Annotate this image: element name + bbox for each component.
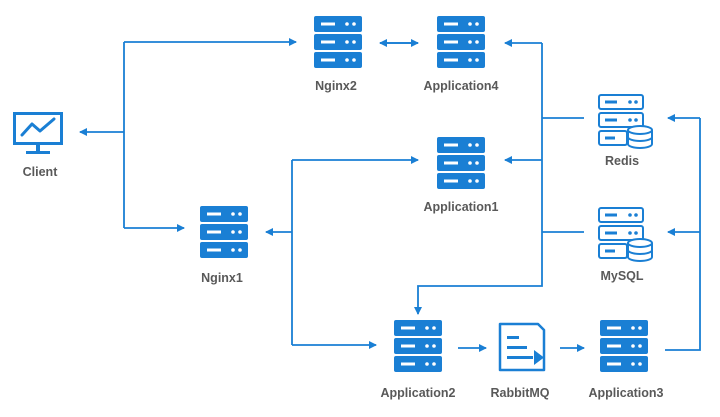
nginx1-server-icon xyxy=(200,206,248,258)
nginx2-server-icon xyxy=(314,16,362,68)
application1-label: Application1 xyxy=(423,200,499,214)
redis-label: Redis xyxy=(604,154,640,168)
cache-db-bus-line xyxy=(414,43,543,315)
nginx2-label: Nginx2 xyxy=(315,79,357,93)
client-label: Client xyxy=(22,165,58,179)
redis-database-icon xyxy=(598,94,653,149)
nginx1-label: Nginx1 xyxy=(201,271,243,285)
mysql-label: MySQL xyxy=(600,269,644,283)
application4-label: Application4 xyxy=(423,79,499,93)
application2-server-icon xyxy=(394,320,442,372)
application3-label: Application3 xyxy=(588,386,664,400)
message-queue-icon xyxy=(498,322,546,372)
application3-server-icon xyxy=(600,320,648,372)
application2-label: Application2 xyxy=(380,386,456,400)
application4-server-icon xyxy=(437,16,485,68)
app3-return-line xyxy=(665,118,701,351)
monitor-chart-icon xyxy=(13,112,63,154)
mysql-database-icon xyxy=(598,207,653,262)
rabbitmq-label: RabbitMQ xyxy=(490,386,550,400)
application1-server-icon xyxy=(437,137,485,189)
connectors xyxy=(79,38,701,352)
